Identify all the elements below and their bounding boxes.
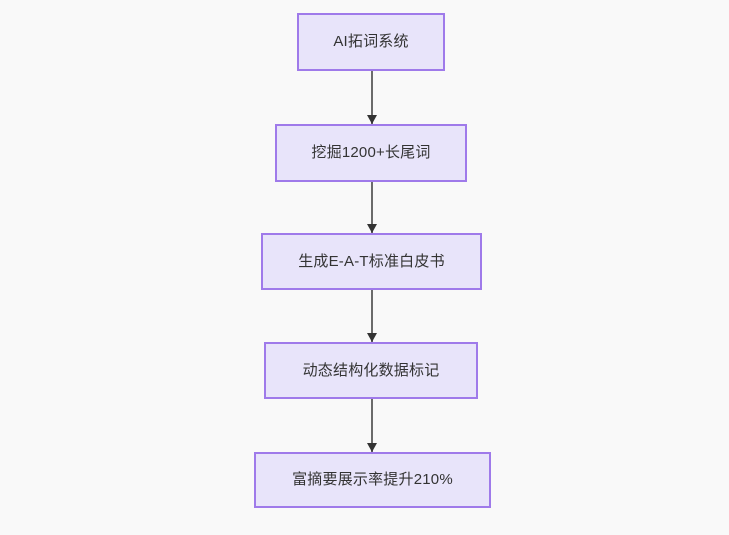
- flow-connector-1-to-2: [367, 71, 377, 124]
- flow-node-dynamic-structured-data-markup[interactable]: 动态结构化数据标记: [264, 342, 478, 399]
- flow-node-generate-eat-whitepaper[interactable]: 生成E-A-T标准白皮书: [261, 233, 482, 290]
- flow-node-label: 生成E-A-T标准白皮书: [298, 252, 445, 270]
- flow-node-label: 富摘要展示率提升210%: [292, 471, 453, 488]
- arrowhead-icon: [367, 333, 377, 342]
- flow-node-label: AI拓词系统: [333, 33, 409, 50]
- arrowhead-icon: [367, 443, 377, 452]
- flow-node-label: 动态结构化数据标记: [302, 361, 440, 379]
- connector-line: [371, 71, 373, 124]
- flow-node-mine-longtail-keywords[interactable]: 挖掘1200+长尾词: [275, 124, 467, 182]
- flow-connector-2-to-3: [367, 182, 377, 233]
- flow-node-ai-keyword-system[interactable]: AI拓词系统: [297, 13, 445, 71]
- flow-connector-3-to-4: [367, 290, 377, 342]
- flow-node-rich-snippet-impression-lift[interactable]: 富摘要展示率提升210%: [254, 452, 491, 508]
- connector-line: [371, 399, 373, 452]
- arrowhead-icon: [367, 224, 377, 233]
- connector-line: [371, 182, 373, 233]
- arrowhead-icon: [367, 115, 377, 124]
- flow-connector-4-to-5: [367, 399, 377, 452]
- connector-line: [371, 290, 373, 342]
- flow-node-label: 挖掘1200+长尾词: [311, 144, 431, 161]
